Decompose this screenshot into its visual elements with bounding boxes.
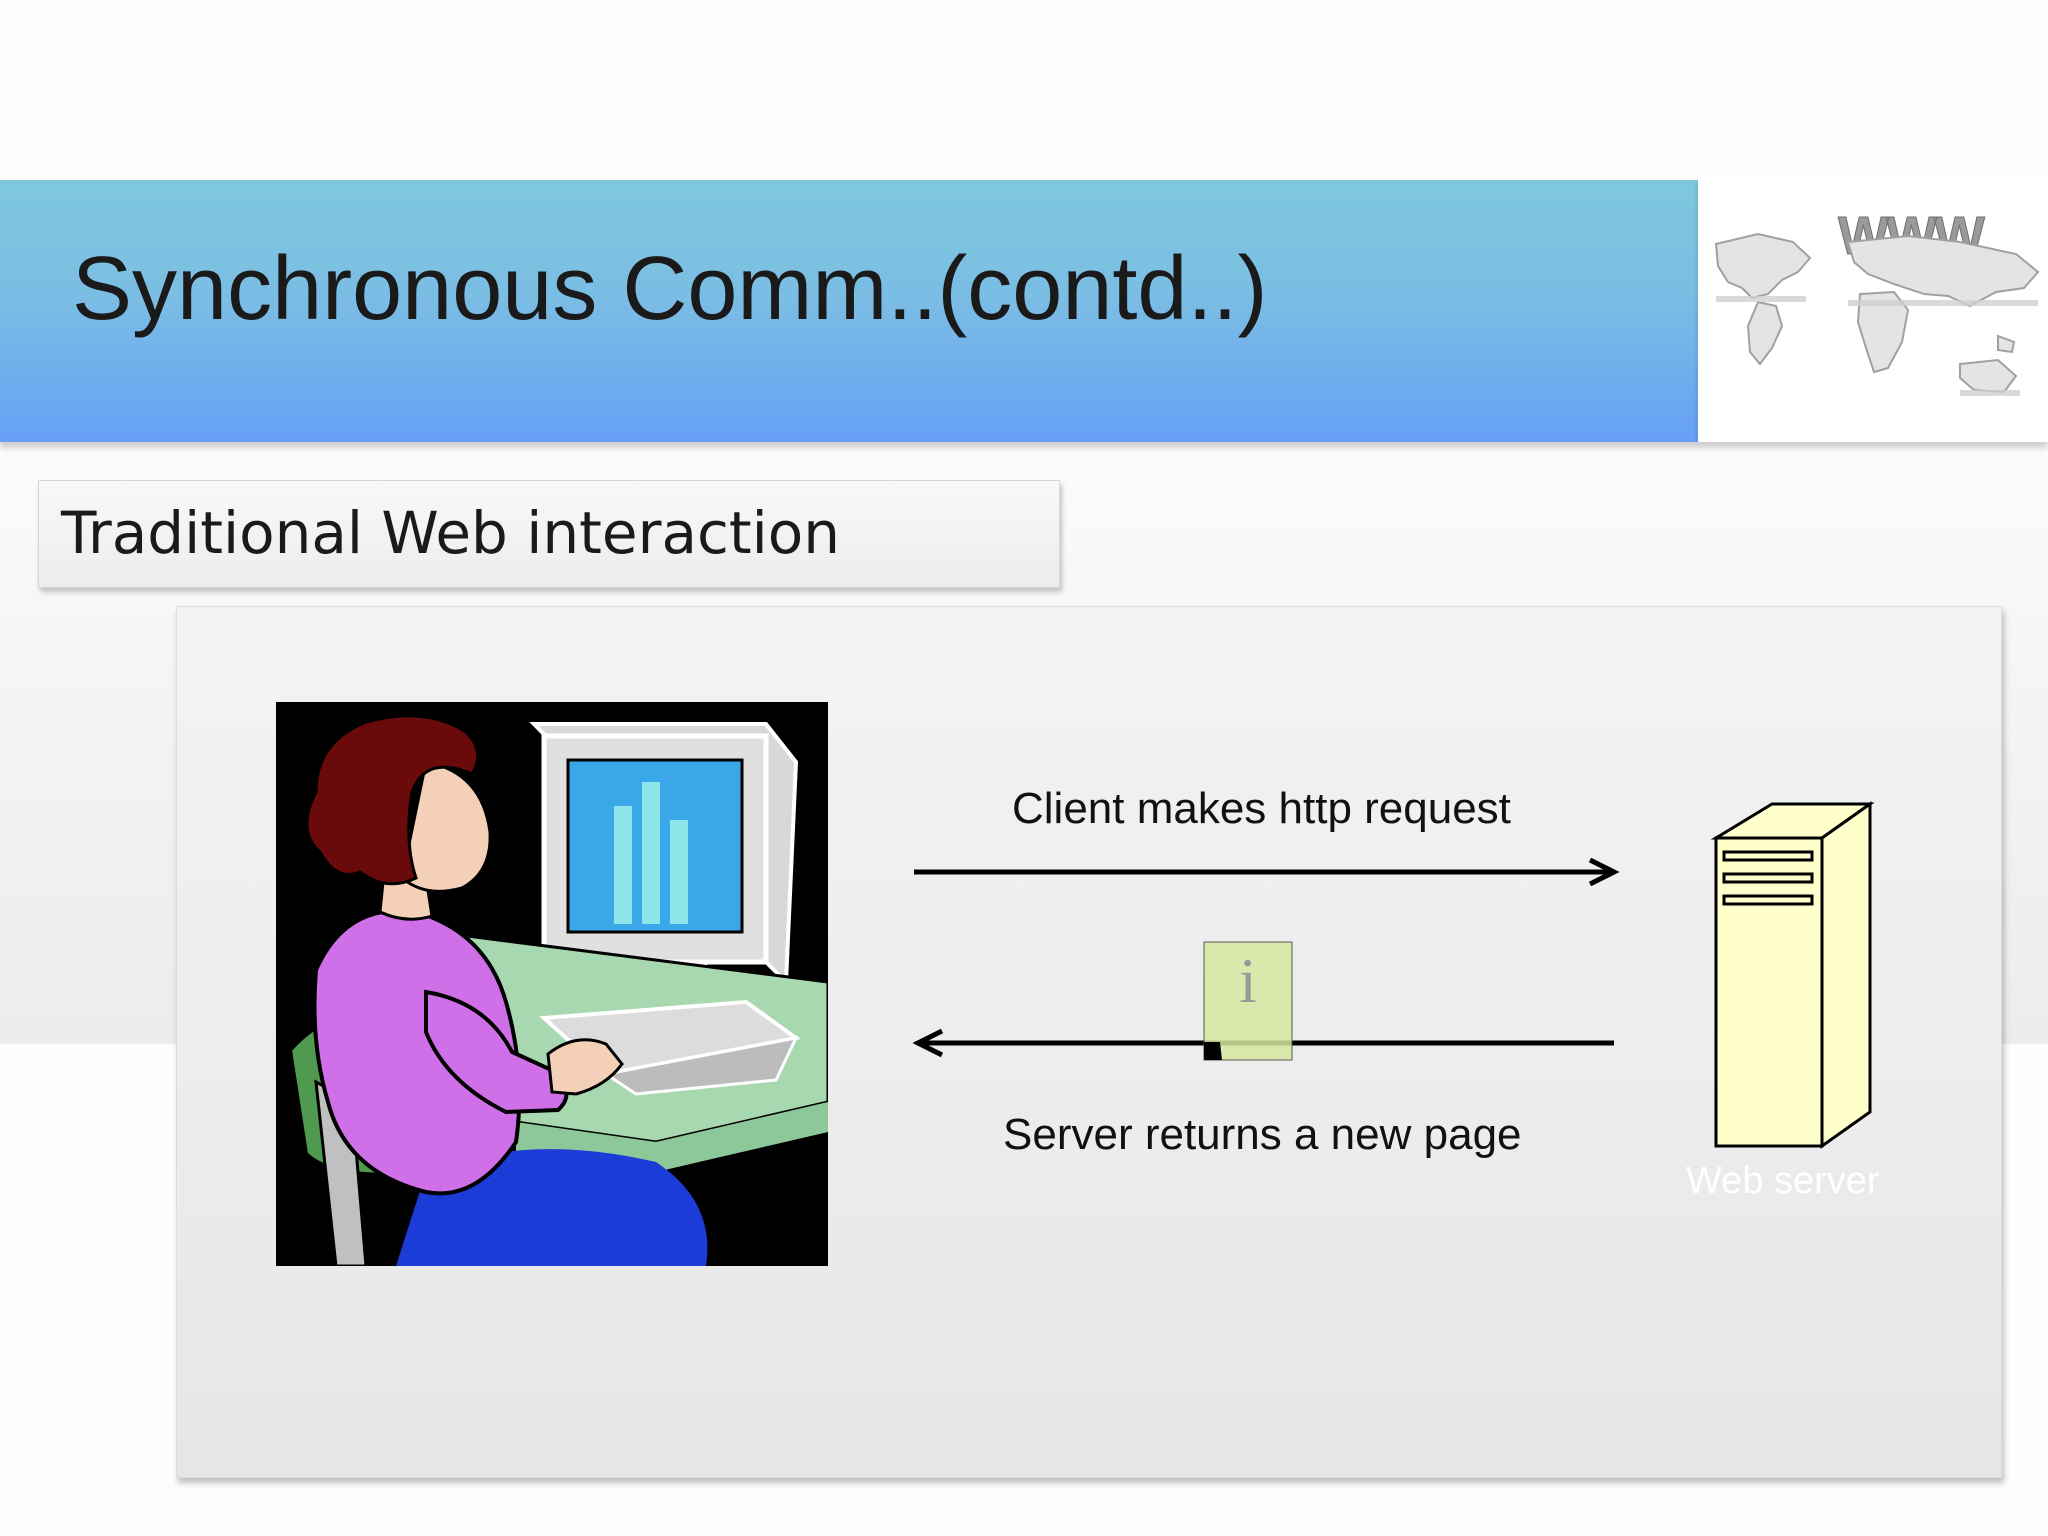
document-icon-letter: i xyxy=(1239,945,1257,1016)
request-arrowhead-icon xyxy=(1588,857,1620,887)
web-server-icon xyxy=(1710,801,1875,1149)
request-label: Client makes http request xyxy=(1012,784,1511,833)
web-server-label: Web server xyxy=(1686,1160,1880,1202)
response-label: Server returns a new page xyxy=(1003,1110,1522,1159)
www-globe-logo: WWW xyxy=(1698,176,2048,442)
slide-subtitle: Traditional Web interaction xyxy=(61,499,840,567)
world-map-icon: WWW xyxy=(1714,206,2040,396)
slide-title: Synchronous Comm..(contd..) xyxy=(72,239,1268,339)
title-bar: Synchronous Comm..(contd..) xyxy=(0,180,1698,442)
subtitle-box: Traditional Web interaction xyxy=(38,480,1060,588)
woman-at-computer-icon xyxy=(287,714,830,1268)
document-page-icon: i xyxy=(1203,941,1293,1061)
client-user-illustration xyxy=(276,702,830,1268)
response-arrowhead-icon xyxy=(912,1028,944,1058)
